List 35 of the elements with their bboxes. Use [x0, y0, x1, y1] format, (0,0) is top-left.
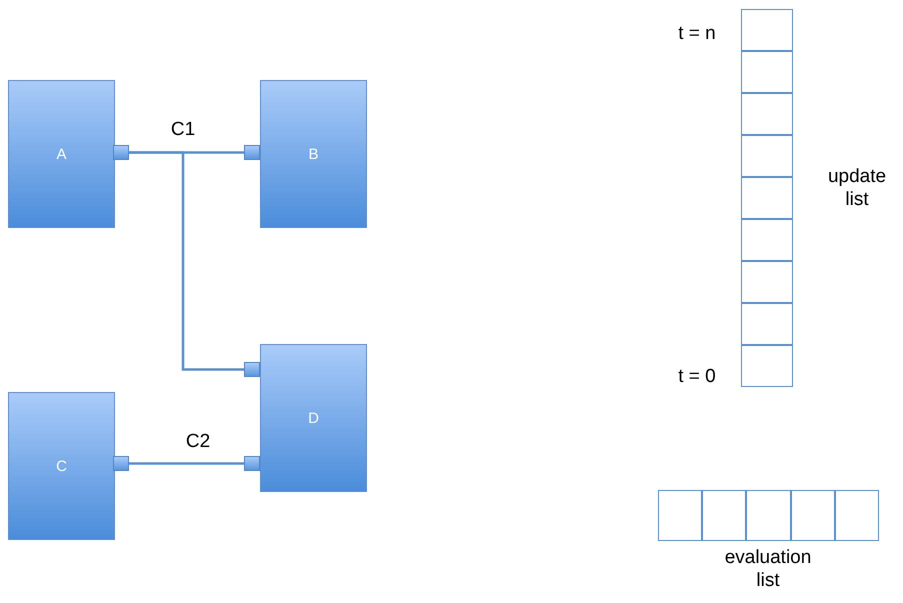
list-cell	[658, 490, 702, 541]
list-cell	[834, 490, 879, 541]
list-cell	[741, 9, 793, 51]
list-caption: update list	[826, 166, 888, 212]
port-square	[113, 456, 129, 471]
block-box	[260, 344, 367, 492]
port-square	[244, 145, 260, 160]
connector-line	[129, 462, 244, 465]
list-cell	[790, 490, 835, 541]
block-label: C	[56, 458, 67, 474]
list-cell	[741, 135, 793, 177]
block-label: B	[308, 146, 318, 162]
list-cell	[741, 93, 793, 135]
list-cell	[702, 490, 746, 541]
block-box	[8, 80, 115, 228]
list-cell	[741, 219, 793, 261]
port-square	[244, 362, 260, 377]
list-cell	[741, 345, 793, 387]
time-label: t = n	[677, 23, 717, 46]
port-square	[244, 456, 260, 471]
time-label: t = 0	[677, 366, 717, 389]
block-label: D	[308, 410, 319, 426]
list-cell	[741, 177, 793, 219]
edge-label: C1	[170, 119, 196, 142]
block-box	[8, 392, 115, 540]
block-label: A	[56, 146, 66, 162]
connector-line	[129, 151, 244, 371]
block-box	[260, 80, 367, 228]
edge-label: C2	[184, 431, 212, 454]
list-cell	[741, 261, 793, 303]
list-caption: evaluation list	[724, 547, 812, 593]
list-cell	[741, 51, 793, 93]
list-cell	[741, 303, 793, 345]
list-cell	[746, 490, 791, 541]
port-square	[113, 145, 129, 160]
